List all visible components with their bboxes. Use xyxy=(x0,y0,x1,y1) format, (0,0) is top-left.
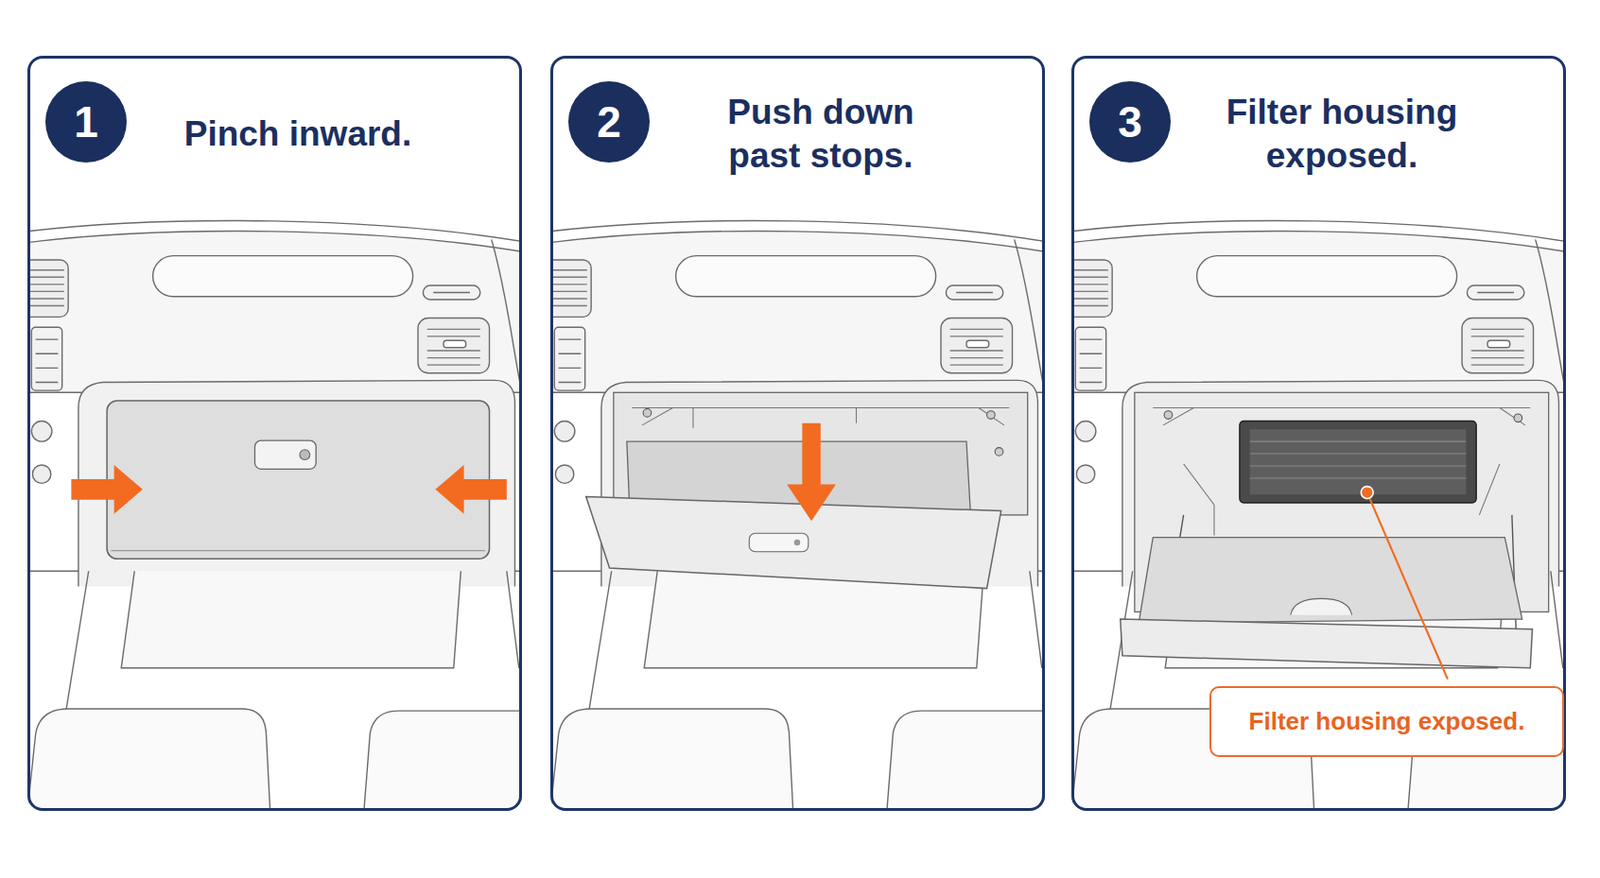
screw xyxy=(1513,414,1523,423)
dashboard xyxy=(550,55,1045,812)
filter-cover xyxy=(1250,429,1467,495)
step-one-scene xyxy=(27,55,522,812)
dashboard xyxy=(27,55,522,812)
step-panel: Pinch inward. 1 xyxy=(27,55,522,812)
step-number: 3 xyxy=(1117,100,1143,144)
step-number: 1 xyxy=(73,100,99,144)
screw xyxy=(643,409,652,418)
glovebox-door xyxy=(106,400,489,559)
dashboard xyxy=(1071,55,1566,812)
door-handle xyxy=(1290,598,1353,615)
door-lip xyxy=(110,550,486,552)
step-two-scene xyxy=(550,55,1045,812)
step-heading: Filter housing exposed. xyxy=(1214,83,1470,186)
callout-text: Filter housing exposed. xyxy=(1249,707,1526,737)
lock xyxy=(299,450,311,461)
step-panel: Push down past stops. 2 xyxy=(550,55,1045,812)
step-heading: Push down past stops. xyxy=(693,83,949,186)
step-number: 2 xyxy=(596,100,622,144)
pinch-arrow xyxy=(70,465,142,515)
screw xyxy=(987,411,996,420)
step-number-badge: 2 xyxy=(568,81,650,163)
step-number-badge: 3 xyxy=(1089,81,1171,163)
step-number-badge: 1 xyxy=(45,81,127,163)
step-three-scene xyxy=(1071,55,1566,812)
glovebox-door xyxy=(586,496,1002,589)
push-arrow xyxy=(786,423,836,522)
glovebox-door xyxy=(1120,619,1533,669)
screw xyxy=(1164,411,1173,420)
step-panel: Filter housing exposed.3Filter housing e… xyxy=(1071,55,1566,812)
step-heading: Pinch inward. xyxy=(170,83,426,186)
door-handle xyxy=(748,533,809,552)
door-handle xyxy=(254,440,316,470)
screw xyxy=(994,448,1004,457)
callout-box: Filter housing exposed. xyxy=(1209,686,1565,758)
filter-housing xyxy=(1239,421,1477,504)
cavity-parts xyxy=(1152,407,1531,536)
leader-line xyxy=(1367,492,1448,680)
filter-ribs xyxy=(1250,441,1467,479)
leader-dot xyxy=(1360,486,1374,500)
pinch-arrow xyxy=(434,465,506,515)
glovebox-tray xyxy=(1138,538,1522,625)
lock xyxy=(794,539,800,546)
